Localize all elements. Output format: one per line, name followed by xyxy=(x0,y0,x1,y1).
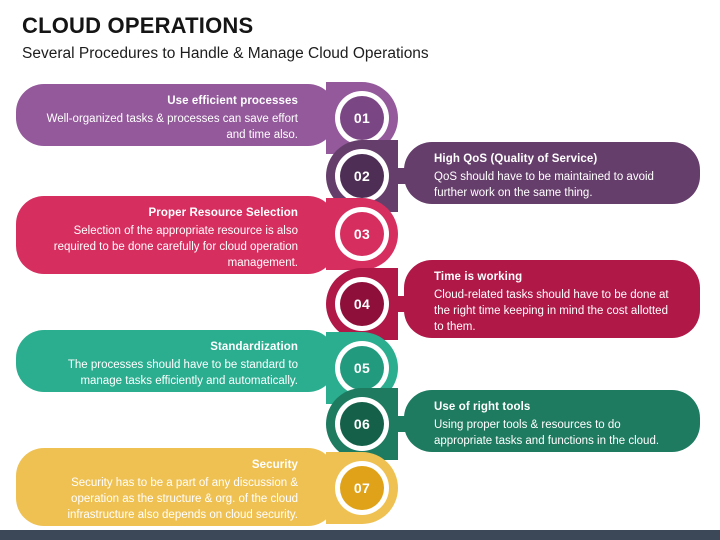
step-number-badge-01[interactable]: 01 xyxy=(340,96,384,140)
step-title: Time is working xyxy=(434,271,523,283)
footer-accent-line xyxy=(0,528,720,530)
footer-bar xyxy=(0,530,720,540)
step-title: Use of right tools xyxy=(434,401,531,413)
step-number-badge-02[interactable]: 02 xyxy=(340,154,384,198)
page-subtitle: Several Procedures to Handle & Manage Cl… xyxy=(22,45,429,63)
step-banner-02[interactable]: High QoS (Quality of Service) QoS should … xyxy=(404,142,700,204)
step-title: Use efficient processes xyxy=(167,95,298,107)
step-description: The processes should have to be standard… xyxy=(67,359,298,388)
step-number-badge-04[interactable]: 04 xyxy=(340,282,384,326)
step-title: Proper Resource Selection xyxy=(148,207,298,219)
step-description: Well-organized tasks & processes can sav… xyxy=(46,113,298,142)
chain-link-06: 06 xyxy=(326,388,398,460)
step-number-badge-03[interactable]: 03 xyxy=(340,212,384,256)
step-description: Security has to be a part of any discuss… xyxy=(67,477,298,522)
chain-link-03: 03 xyxy=(326,198,398,270)
step-description: QoS should have to be maintained to avoi… xyxy=(434,171,654,200)
step-number-badge-05[interactable]: 05 xyxy=(340,346,384,390)
step-number-badge-06[interactable]: 06 xyxy=(340,402,384,446)
step-title: High QoS (Quality of Service) xyxy=(434,153,598,165)
header: CLOUD OPERATIONS Several Procedures to H… xyxy=(22,13,702,63)
step-title: Security xyxy=(251,459,298,471)
chain-link-07: 07 xyxy=(326,452,398,524)
page-title: CLOUD OPERATIONS xyxy=(22,13,254,38)
step-description: Cloud-related tasks should have to be do… xyxy=(434,289,669,334)
step-title: Standardization xyxy=(210,341,298,353)
step-description: Using proper tools & resources to do app… xyxy=(434,419,660,448)
step-number-badge-07[interactable]: 07 xyxy=(340,466,384,510)
chain-link-04: 04 xyxy=(326,268,398,340)
chain-link-02: 02 xyxy=(326,140,398,212)
step-description: Selection of the appropriate resource is… xyxy=(53,225,298,270)
